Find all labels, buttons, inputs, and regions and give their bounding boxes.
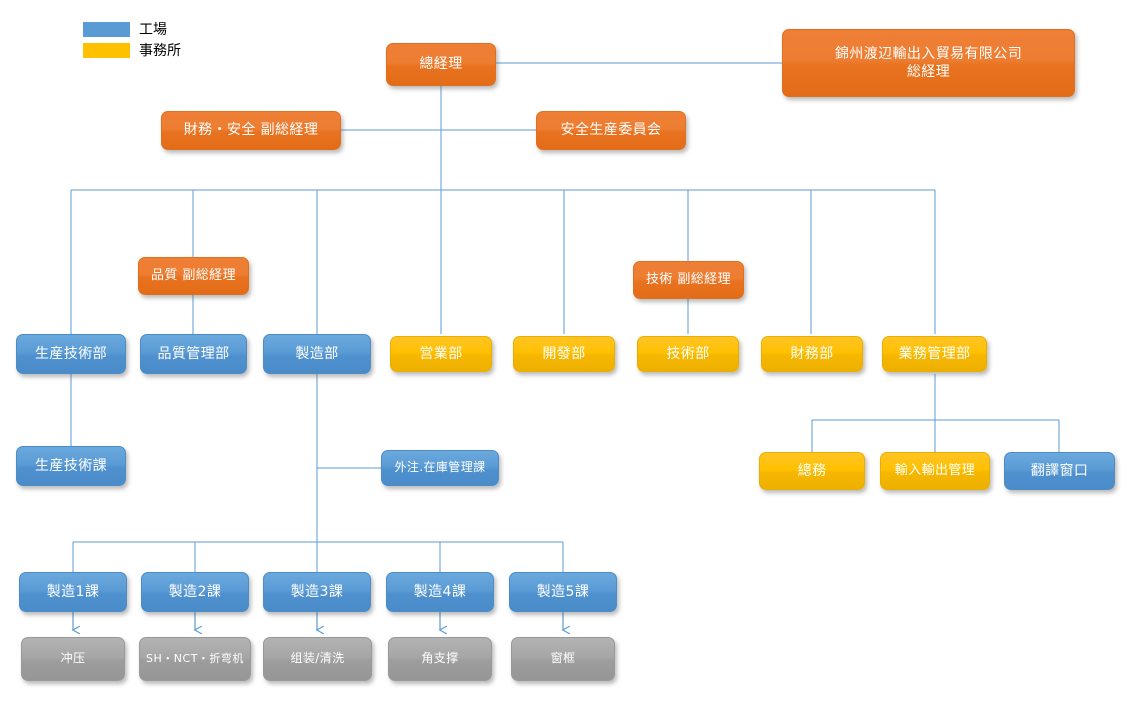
node-label: 品質 副総経理 [151, 268, 236, 284]
node-process-4[interactable]: 角支撑 [388, 637, 492, 681]
node-label: 组装/清洗 [290, 651, 345, 666]
node-quality-deputy[interactable]: 品質 副総経理 [138, 257, 249, 295]
node-outsourcing-inventory-section[interactable]: 外注.在庫管理課 [381, 450, 499, 486]
node-label: 財務・安全 副総経理 [183, 122, 319, 139]
node-label: SH・NCT・折弯机 [146, 651, 244, 665]
legend-item-factory: 工場 [83, 20, 181, 39]
node-label: 生産技術課 [35, 457, 107, 474]
node-label: 技術部 [666, 345, 710, 362]
legend-label-office: 事務所 [139, 42, 181, 59]
node-label: 製造3課 [290, 583, 344, 600]
legend-label-factory: 工場 [139, 21, 167, 38]
node-general-manager[interactable]: 總経理 [386, 43, 496, 86]
node-quality-control-dept[interactable]: 品質管理部 [140, 334, 247, 374]
node-mfg-section-2[interactable]: 製造2課 [141, 572, 249, 612]
node-label: 總務 [797, 462, 827, 479]
node-label: 生産技術部 [35, 345, 107, 362]
node-label: 錦州渡辺輸出入貿易有限公司 総経理 [834, 45, 1023, 80]
node-label: 總経理 [419, 56, 463, 73]
node-label: 開發部 [542, 345, 586, 362]
legend-item-office: 事務所 [83, 41, 181, 60]
node-business-admin-dept[interactable]: 業務管理部 [882, 336, 987, 372]
node-safety-production-committee[interactable]: 安全生産委員会 [536, 111, 686, 150]
node-general-affairs[interactable]: 總務 [759, 452, 865, 490]
node-label: 営業部 [419, 345, 463, 362]
node-production-tech-dept[interactable]: 生産技術部 [16, 334, 126, 374]
node-mfg-section-1[interactable]: 製造1課 [19, 572, 127, 612]
node-label: 輸入輸出管理 [894, 463, 976, 479]
node-label: 製造1課 [46, 583, 100, 600]
node-label: 窗框 [550, 651, 576, 666]
node-label: 製造2課 [168, 583, 222, 600]
legend: 工場 事務所 [83, 20, 181, 62]
node-label: 外注.在庫管理課 [394, 460, 486, 475]
node-process-5[interactable]: 窗框 [511, 637, 615, 681]
node-label: 安全生産委員会 [560, 122, 662, 139]
node-label: 財務部 [790, 345, 834, 362]
node-process-2[interactable]: SH・NCT・折弯机 [139, 637, 251, 681]
node-process-1[interactable]: 冲压 [21, 637, 125, 681]
node-parent-company[interactable]: 錦州渡辺輸出入貿易有限公司 総経理 [782, 29, 1075, 97]
node-import-export-admin[interactable]: 輸入輸出管理 [880, 452, 990, 490]
blue-swatch-icon [83, 22, 130, 37]
node-technology-dept[interactable]: 技術部 [637, 336, 739, 372]
node-development-dept[interactable]: 開發部 [513, 336, 615, 372]
node-mfg-section-5[interactable]: 製造5課 [509, 572, 617, 612]
yellow-swatch-icon [83, 43, 130, 58]
node-translation-window[interactable]: 翻譯窗口 [1004, 452, 1115, 490]
node-label: 角支撑 [421, 651, 459, 666]
node-label: 翻譯窗口 [1030, 462, 1089, 479]
node-label: 製造4課 [413, 583, 467, 600]
node-production-tech-section[interactable]: 生産技術課 [16, 446, 126, 486]
node-mfg-section-3[interactable]: 製造3課 [263, 572, 371, 612]
node-label: 品質管理部 [157, 345, 230, 362]
node-finance-dept[interactable]: 財務部 [761, 336, 863, 372]
node-label: 技術 副総経理 [646, 272, 731, 288]
node-finance-safety-deputy[interactable]: 財務・安全 副総経理 [161, 111, 341, 150]
node-label: 製造部 [295, 345, 339, 362]
node-mfg-section-4[interactable]: 製造4課 [386, 572, 494, 612]
node-manufacturing-dept[interactable]: 製造部 [263, 334, 371, 374]
node-process-3[interactable]: 组装/清洗 [263, 637, 372, 681]
node-label: 冲压 [60, 651, 86, 666]
node-technical-deputy[interactable]: 技術 副総経理 [633, 261, 744, 299]
node-label: 業務管理部 [898, 345, 971, 362]
node-sales-dept[interactable]: 営業部 [390, 336, 492, 372]
node-label: 製造5課 [536, 583, 590, 600]
